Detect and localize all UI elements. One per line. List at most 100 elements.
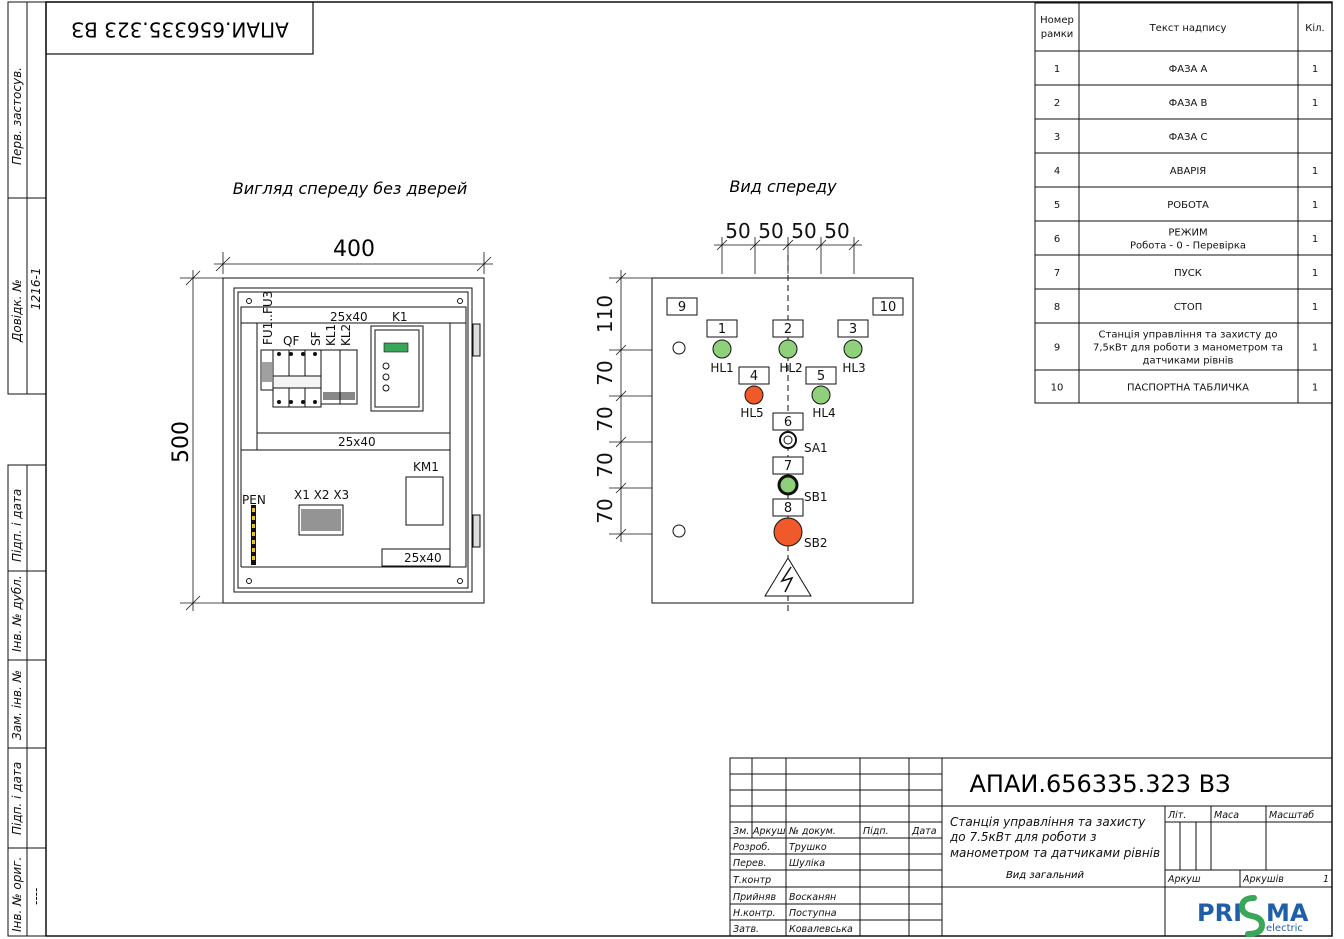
svg-text:electric: electric: [1266, 923, 1303, 934]
label-kl2: KL2: [339, 324, 353, 346]
warning-sign: [764, 557, 812, 597]
insc-row-text: СТОП: [1174, 302, 1202, 313]
role-nkontr: Н.контр.: [733, 908, 776, 919]
lamp-hl4: [811, 385, 831, 405]
lamp-hl5: [744, 385, 764, 405]
button-sb2: [773, 517, 803, 547]
strip-label-inv-orig: Інв. № ориг.: [10, 857, 24, 932]
switch-label-sb2: SB2: [804, 536, 827, 550]
left-dim-70c: 70: [593, 452, 617, 477]
strip-value-dovidk: 1216-1: [29, 267, 43, 310]
left-dim-70a: 70: [593, 360, 617, 385]
label-sf: SF: [309, 331, 323, 346]
pen-bar: [251, 505, 256, 565]
lamp-label-hl1: HL1: [710, 361, 733, 375]
label-scale: Масштаб: [1269, 810, 1314, 821]
prisma-logo: PRI MA electric: [1197, 895, 1309, 937]
insc-row-text: датчиками рівнів: [1143, 355, 1234, 367]
insc-header-text: Текст надпису: [1149, 23, 1227, 34]
lamp-hl3: [843, 339, 863, 359]
right-dims: [609, 237, 862, 542]
k1-display: [383, 342, 409, 353]
name-rozrob: Трушко: [789, 842, 827, 853]
left-height-dim: 500: [169, 421, 194, 463]
insc-row-qty: 1: [1312, 268, 1318, 279]
insc-row-qty: 1: [1312, 302, 1318, 313]
role-perev: Перев.: [733, 858, 766, 869]
insc-row-text: ПУСК: [1174, 268, 1202, 279]
left-dim-70d: 70: [593, 498, 617, 523]
insc-header-num: Номер: [1040, 15, 1074, 26]
left-strip: [7, 1, 47, 937]
strip-label-pidp2: Підп. і дата: [10, 762, 24, 835]
title-line-3: манометром та датчиками рівнів: [950, 846, 1160, 860]
frame-label-2: 2: [784, 322, 792, 337]
lamp-hl1: [712, 339, 732, 359]
lamp-label-hl5: HL5: [740, 406, 763, 420]
button-sb1: [777, 474, 799, 496]
insc-row-qty: 1: [1312, 343, 1318, 354]
label-duct-mid: 25x40: [338, 435, 376, 449]
frame-label-4: 4: [750, 369, 758, 384]
insc-row-text: ФАЗА А: [1169, 64, 1208, 75]
frame-label-1: 1: [718, 322, 726, 337]
insc-row-text: ФАЗА В: [1169, 98, 1208, 109]
lamp-label-hl2: HL2: [779, 361, 802, 375]
value-sheets: 1: [1323, 874, 1329, 885]
top-dim-1: 50: [725, 219, 750, 243]
label-lit: Літ.: [1167, 810, 1186, 821]
label-duct-bottom: 25x40: [404, 551, 442, 565]
switch-label-sb1: SB1: [804, 490, 827, 504]
insc-row-num: 6: [1054, 234, 1060, 245]
title-line-2: до 7.5кВт для роботи з: [949, 830, 1097, 844]
name-nkontr: Поступна: [789, 908, 837, 919]
strip-label-zam-inv: Зам. інв. №: [10, 670, 24, 740]
switch-sa1-inner: [783, 435, 793, 445]
insc-row-qty: 1: [1312, 383, 1318, 394]
frame-label-5: 5: [817, 369, 825, 384]
title-line-1: Станція управління та захисту: [950, 815, 1146, 829]
label-sheet: Аркуш: [1167, 874, 1201, 885]
role-tkontr: Т.контр: [733, 875, 771, 886]
name-pryinyav: Восканян: [789, 892, 836, 903]
frame-label-6: 6: [784, 415, 792, 430]
col-header-data: Дата: [911, 826, 937, 837]
mirrored-code-box: [45, 1, 314, 55]
lamp-label-hl3: HL3: [842, 361, 865, 375]
insc-row-num: 8: [1054, 302, 1060, 313]
insc-row-num: 5: [1054, 200, 1060, 211]
insc-row-text: ПАСПОРТНА ТАБЛИЧКА: [1127, 383, 1249, 394]
insc-row-num: 3: [1054, 132, 1060, 143]
door-panel: [651, 277, 914, 604]
inscriptions-grid: [1034, 2, 1333, 404]
top-dim-4: 50: [824, 219, 849, 243]
label-k1: K1: [392, 310, 408, 324]
label-x: X1 X2 X3: [294, 488, 349, 502]
lock-bottom: [672, 524, 686, 538]
strip-label-pidp1: Підп. і дата: [10, 489, 24, 562]
label-mass: Маса: [1214, 810, 1239, 821]
mirrored-code: АПАИ.656335.323 ВЗ: [71, 18, 289, 42]
frame-label-3: 3: [849, 322, 857, 337]
insc-row-text: АВАРІЯ: [1170, 166, 1206, 177]
label-fu: FU1..FU3: [261, 291, 275, 345]
switch-label-sa1: SA1: [804, 441, 828, 455]
label-kl1: KL1: [324, 324, 338, 346]
top-dim-2: 50: [758, 219, 783, 243]
name-perev: Шуліка: [789, 858, 825, 869]
label-duct-top: 25x40: [330, 310, 368, 324]
left-width-dim: 400: [333, 237, 375, 262]
frame-label-8: 8: [784, 501, 792, 516]
insc-row-text: РОБОТА: [1167, 200, 1209, 211]
left-dim-70b: 70: [593, 406, 617, 431]
insc-row-num: 10: [1051, 383, 1064, 394]
col-header-arkush: Аркуш: [752, 826, 786, 837]
frame-label-7: 7: [784, 459, 792, 474]
insc-row-qty: 1: [1312, 200, 1318, 211]
col-header-doc: № докум.: [788, 826, 836, 837]
insc-row-qty: 1: [1312, 234, 1318, 245]
role-rozrob: Розроб.: [733, 842, 770, 853]
breaker-terminals: [262, 352, 355, 531]
insc-row-text: ФАЗА С: [1169, 132, 1208, 143]
